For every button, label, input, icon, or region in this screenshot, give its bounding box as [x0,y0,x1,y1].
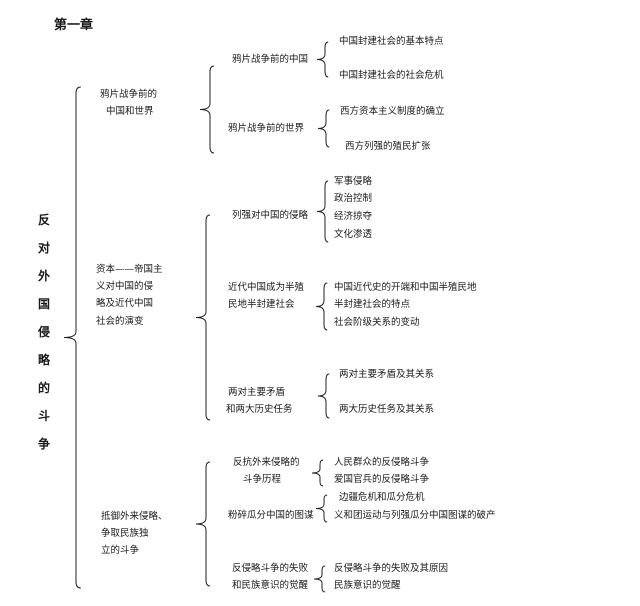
topic-item: 文化渗透 [334,229,373,240]
topic-item: 政治控制 [334,193,373,204]
topic-bracket [315,494,328,523]
section-title-line: 鸦片战争前的 [100,89,158,100]
topic-bracket [311,459,324,487]
topic-item: 边疆危机和瓜分危机 [339,492,425,503]
root-char: 斗 [38,409,51,423]
topic-item: 中国近代史的开端和中国半殖民地 [334,282,477,293]
topic-item: 民族意识的觉醒 [334,580,401,591]
topic-item: 义和团运动与列强瓜分中国图谋的破产 [334,510,496,521]
section-title-line: 立的斗争 [101,545,140,556]
topic-label: 列强对中国的侵略 [232,210,309,221]
section-title-line: 略及近代中国 [96,298,154,309]
topic-label: 和民族意识的觉醒 [232,580,309,591]
topic-label: 鸦片战争前的中国 [232,54,309,65]
root-char: 略 [38,353,51,367]
root-char: 对 [38,241,51,255]
topic-label: 近代中国成为半殖 [228,282,305,293]
topic-bracket [317,373,330,419]
section-title-line: 争取民族独 [101,528,149,539]
topic-item: 社会阶级关系的变动 [334,317,420,328]
topic-bracket [315,282,328,331]
topic-item: 军事侵略 [334,176,373,187]
topic-bracket [317,109,330,148]
section-bracket [195,214,211,421]
topic-item: 半封建社会的特点 [334,299,411,310]
section-title-line: 抵御外来侵略、 [101,511,168,522]
section-title-line: 资本——帝国主 [96,264,163,275]
chapter-heading: 第一章 [54,18,94,33]
topic-item: 西方资本主义制度的确立 [340,106,445,117]
root-char: 反 [38,213,51,227]
topic-label: 鸦片战争前的世界 [228,123,305,134]
topic-label: 粉碎瓜分中国的图谋 [228,510,314,521]
topic-label: 反抗外来侵略的 [233,457,300,468]
root-bracket [63,86,81,589]
topic-label: 和两大历史任务 [226,404,293,415]
section-title-line: 义对中国的侵 [96,281,154,292]
section-bracket [195,461,211,587]
topic-bracket [316,41,329,78]
root-char: 外 [38,269,51,283]
topic-label: 民地半封建社会 [228,299,295,310]
root-char: 争 [38,437,51,451]
topic-item: 中国封建社会的基本特点 [339,36,444,47]
topic-item: 两对主要矛盾及其关系 [339,369,435,380]
topic-label: 斗争历程 [243,474,282,485]
topic-item: 人民群众的反侵略斗争 [334,457,430,468]
section-title-line: 社会的演变 [96,316,144,327]
topic-item: 反侵略斗争的失败及其原因 [334,563,449,574]
topic-item: 西方列强的殖民扩张 [345,141,431,152]
topic-item: 两大历史任务及其关系 [339,404,435,415]
root-char: 侵 [38,325,51,339]
topic-item: 爱国官兵的反侵略斗争 [334,474,430,485]
topic-item: 中国封建社会的社会危机 [339,70,444,81]
root-char: 的 [38,381,51,395]
section-title-line: 中国和世界 [106,106,154,117]
root-char: 国 [38,297,51,311]
topic-bracket [313,565,326,593]
topic-item: 经济掠夺 [334,211,373,222]
topic-label: 反侵略斗争的失败 [232,563,309,574]
topic-label: 两对主要矛盾 [228,387,286,398]
section-bracket [199,65,215,154]
topic-bracket [316,180,329,243]
